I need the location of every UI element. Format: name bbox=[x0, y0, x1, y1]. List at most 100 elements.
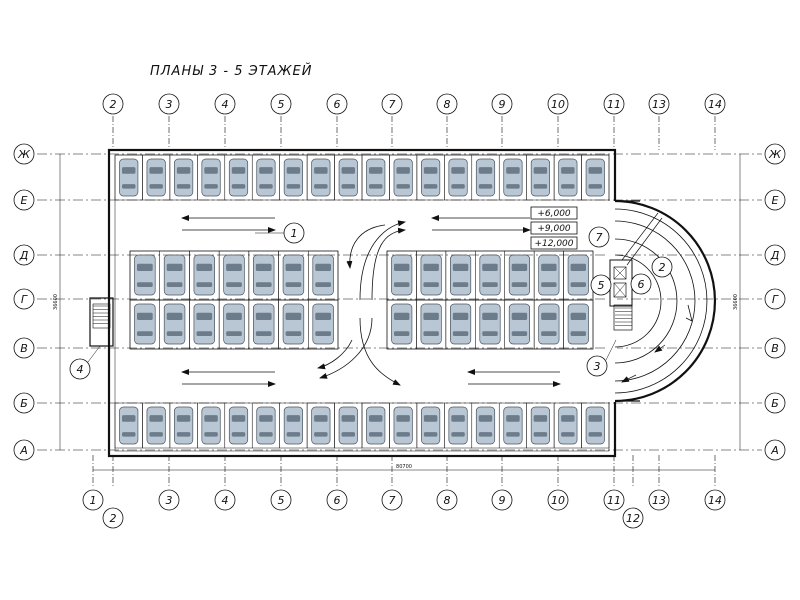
parked-car bbox=[163, 303, 186, 345]
parked-car bbox=[253, 254, 275, 296]
car-windshield bbox=[394, 263, 410, 271]
axis-bubble-bottom-11: 11 bbox=[603, 489, 625, 511]
car-body bbox=[479, 303, 501, 345]
axis-bubble-top-4: 4 bbox=[214, 93, 236, 115]
car-windshield bbox=[423, 167, 438, 174]
car-rear-window bbox=[315, 331, 331, 336]
car-body bbox=[585, 406, 605, 445]
car-windshield bbox=[394, 312, 410, 320]
axis-bubble-circle bbox=[13, 439, 35, 461]
parked-car bbox=[475, 158, 496, 197]
car-rear-window bbox=[423, 184, 438, 189]
car-body bbox=[366, 158, 386, 197]
car-rear-window bbox=[122, 432, 136, 437]
parked-car bbox=[567, 254, 589, 296]
car-windshield bbox=[314, 415, 328, 422]
plan-title: ПЛАНЫ 3 - 5 ЭТАЖЕЙ bbox=[150, 64, 313, 79]
car-body bbox=[448, 158, 468, 197]
ramp-arc-5 bbox=[614, 254, 662, 348]
axis-bubble-label: 5 bbox=[278, 98, 285, 111]
car-body bbox=[163, 303, 186, 345]
axis-bubble-bottom-3: 3 bbox=[158, 489, 180, 511]
axis-bubble-label: А bbox=[770, 444, 779, 457]
parked-car bbox=[119, 406, 139, 445]
axis-bubble-top-3: 3 bbox=[158, 93, 180, 115]
axis-bubble-circle bbox=[648, 489, 670, 511]
car-windshield bbox=[452, 312, 469, 320]
car-rear-window bbox=[452, 282, 469, 287]
axis-bubble-label: 4 bbox=[222, 494, 229, 507]
callout-label: 1 bbox=[291, 227, 298, 240]
parked-car bbox=[201, 406, 221, 445]
car-windshield bbox=[451, 415, 465, 422]
parked-car bbox=[193, 303, 215, 345]
axis-bubble-circle bbox=[270, 489, 292, 511]
axis-bubble-top-9: 9 bbox=[491, 93, 513, 115]
car-rear-window bbox=[561, 184, 575, 189]
callout-circle bbox=[586, 355, 608, 377]
axis-bubble-label: 3 bbox=[166, 98, 173, 111]
car-windshield bbox=[255, 263, 272, 271]
car-body bbox=[228, 406, 249, 445]
axis-bubble-top-14: 14 bbox=[704, 93, 726, 115]
arrow-loop-bottom-right bbox=[359, 317, 401, 386]
axis-bubble-bottom-2: 2 bbox=[102, 507, 124, 529]
car-windshield bbox=[166, 263, 183, 271]
callout-label: 3 bbox=[594, 360, 601, 373]
axis-bubble-left-В: В bbox=[13, 337, 35, 359]
car-rear-window bbox=[286, 184, 301, 189]
car-windshield bbox=[561, 167, 575, 174]
car-windshield bbox=[122, 415, 136, 422]
axis-bubble-circle bbox=[603, 93, 625, 115]
axis-bubble-label: Б bbox=[771, 397, 779, 410]
axis-bubble-right-Е: Е bbox=[764, 189, 786, 211]
arrow-loop-bottom-left bbox=[319, 317, 373, 379]
car-windshield bbox=[231, 415, 246, 422]
car-rear-window bbox=[423, 282, 439, 287]
axis-bubble-label: Ж bbox=[768, 148, 782, 161]
car-body bbox=[163, 254, 186, 296]
ramp-divider-line-2 bbox=[626, 217, 663, 266]
axis-bubble-circle bbox=[13, 244, 35, 266]
parked-car bbox=[479, 303, 501, 345]
callout-circle bbox=[630, 273, 652, 295]
car-windshield bbox=[286, 167, 301, 174]
car-windshield bbox=[226, 312, 242, 320]
axis-bubble-label: 7 bbox=[389, 98, 396, 111]
car-body bbox=[366, 406, 386, 445]
elevator-shaft-2 bbox=[613, 282, 627, 298]
car-windshield bbox=[341, 167, 355, 174]
elevator-shaft bbox=[613, 266, 627, 280]
axis-bubble-left-Ж: Ж bbox=[13, 143, 35, 165]
car-windshield bbox=[137, 312, 153, 320]
car-rear-window bbox=[176, 432, 191, 437]
axis-bubble-left-Г: Г bbox=[13, 288, 35, 310]
car-body bbox=[282, 303, 305, 345]
axis-bubble-circle bbox=[764, 392, 786, 414]
axis-bubble-left-Б: Б bbox=[13, 392, 35, 414]
parked-car bbox=[223, 254, 245, 296]
axis-bubble-label: 6 bbox=[334, 98, 341, 111]
parked-car bbox=[479, 254, 501, 296]
callout-label: 6 bbox=[638, 278, 645, 291]
parked-car bbox=[475, 406, 496, 445]
car-body bbox=[283, 406, 303, 445]
axis-bubble-top-5: 5 bbox=[270, 93, 292, 115]
car-body bbox=[538, 303, 560, 345]
car-body bbox=[420, 254, 442, 296]
ramp-divider-line bbox=[621, 212, 659, 261]
ramp-direction-arrow-2 bbox=[654, 344, 666, 353]
car-body bbox=[421, 158, 441, 197]
axis-bubble-top-11: 11 bbox=[603, 93, 625, 115]
callout-label: 5 bbox=[598, 279, 605, 292]
callout-5: 5 bbox=[590, 274, 612, 296]
car-body bbox=[283, 158, 303, 197]
car-body bbox=[253, 303, 275, 345]
car-windshield bbox=[561, 415, 575, 422]
car-windshield bbox=[226, 263, 242, 271]
axis-bubble-right-А: А bbox=[764, 439, 786, 461]
parked-car bbox=[283, 406, 303, 445]
car-windshield bbox=[315, 263, 331, 271]
car-rear-window bbox=[286, 432, 301, 437]
